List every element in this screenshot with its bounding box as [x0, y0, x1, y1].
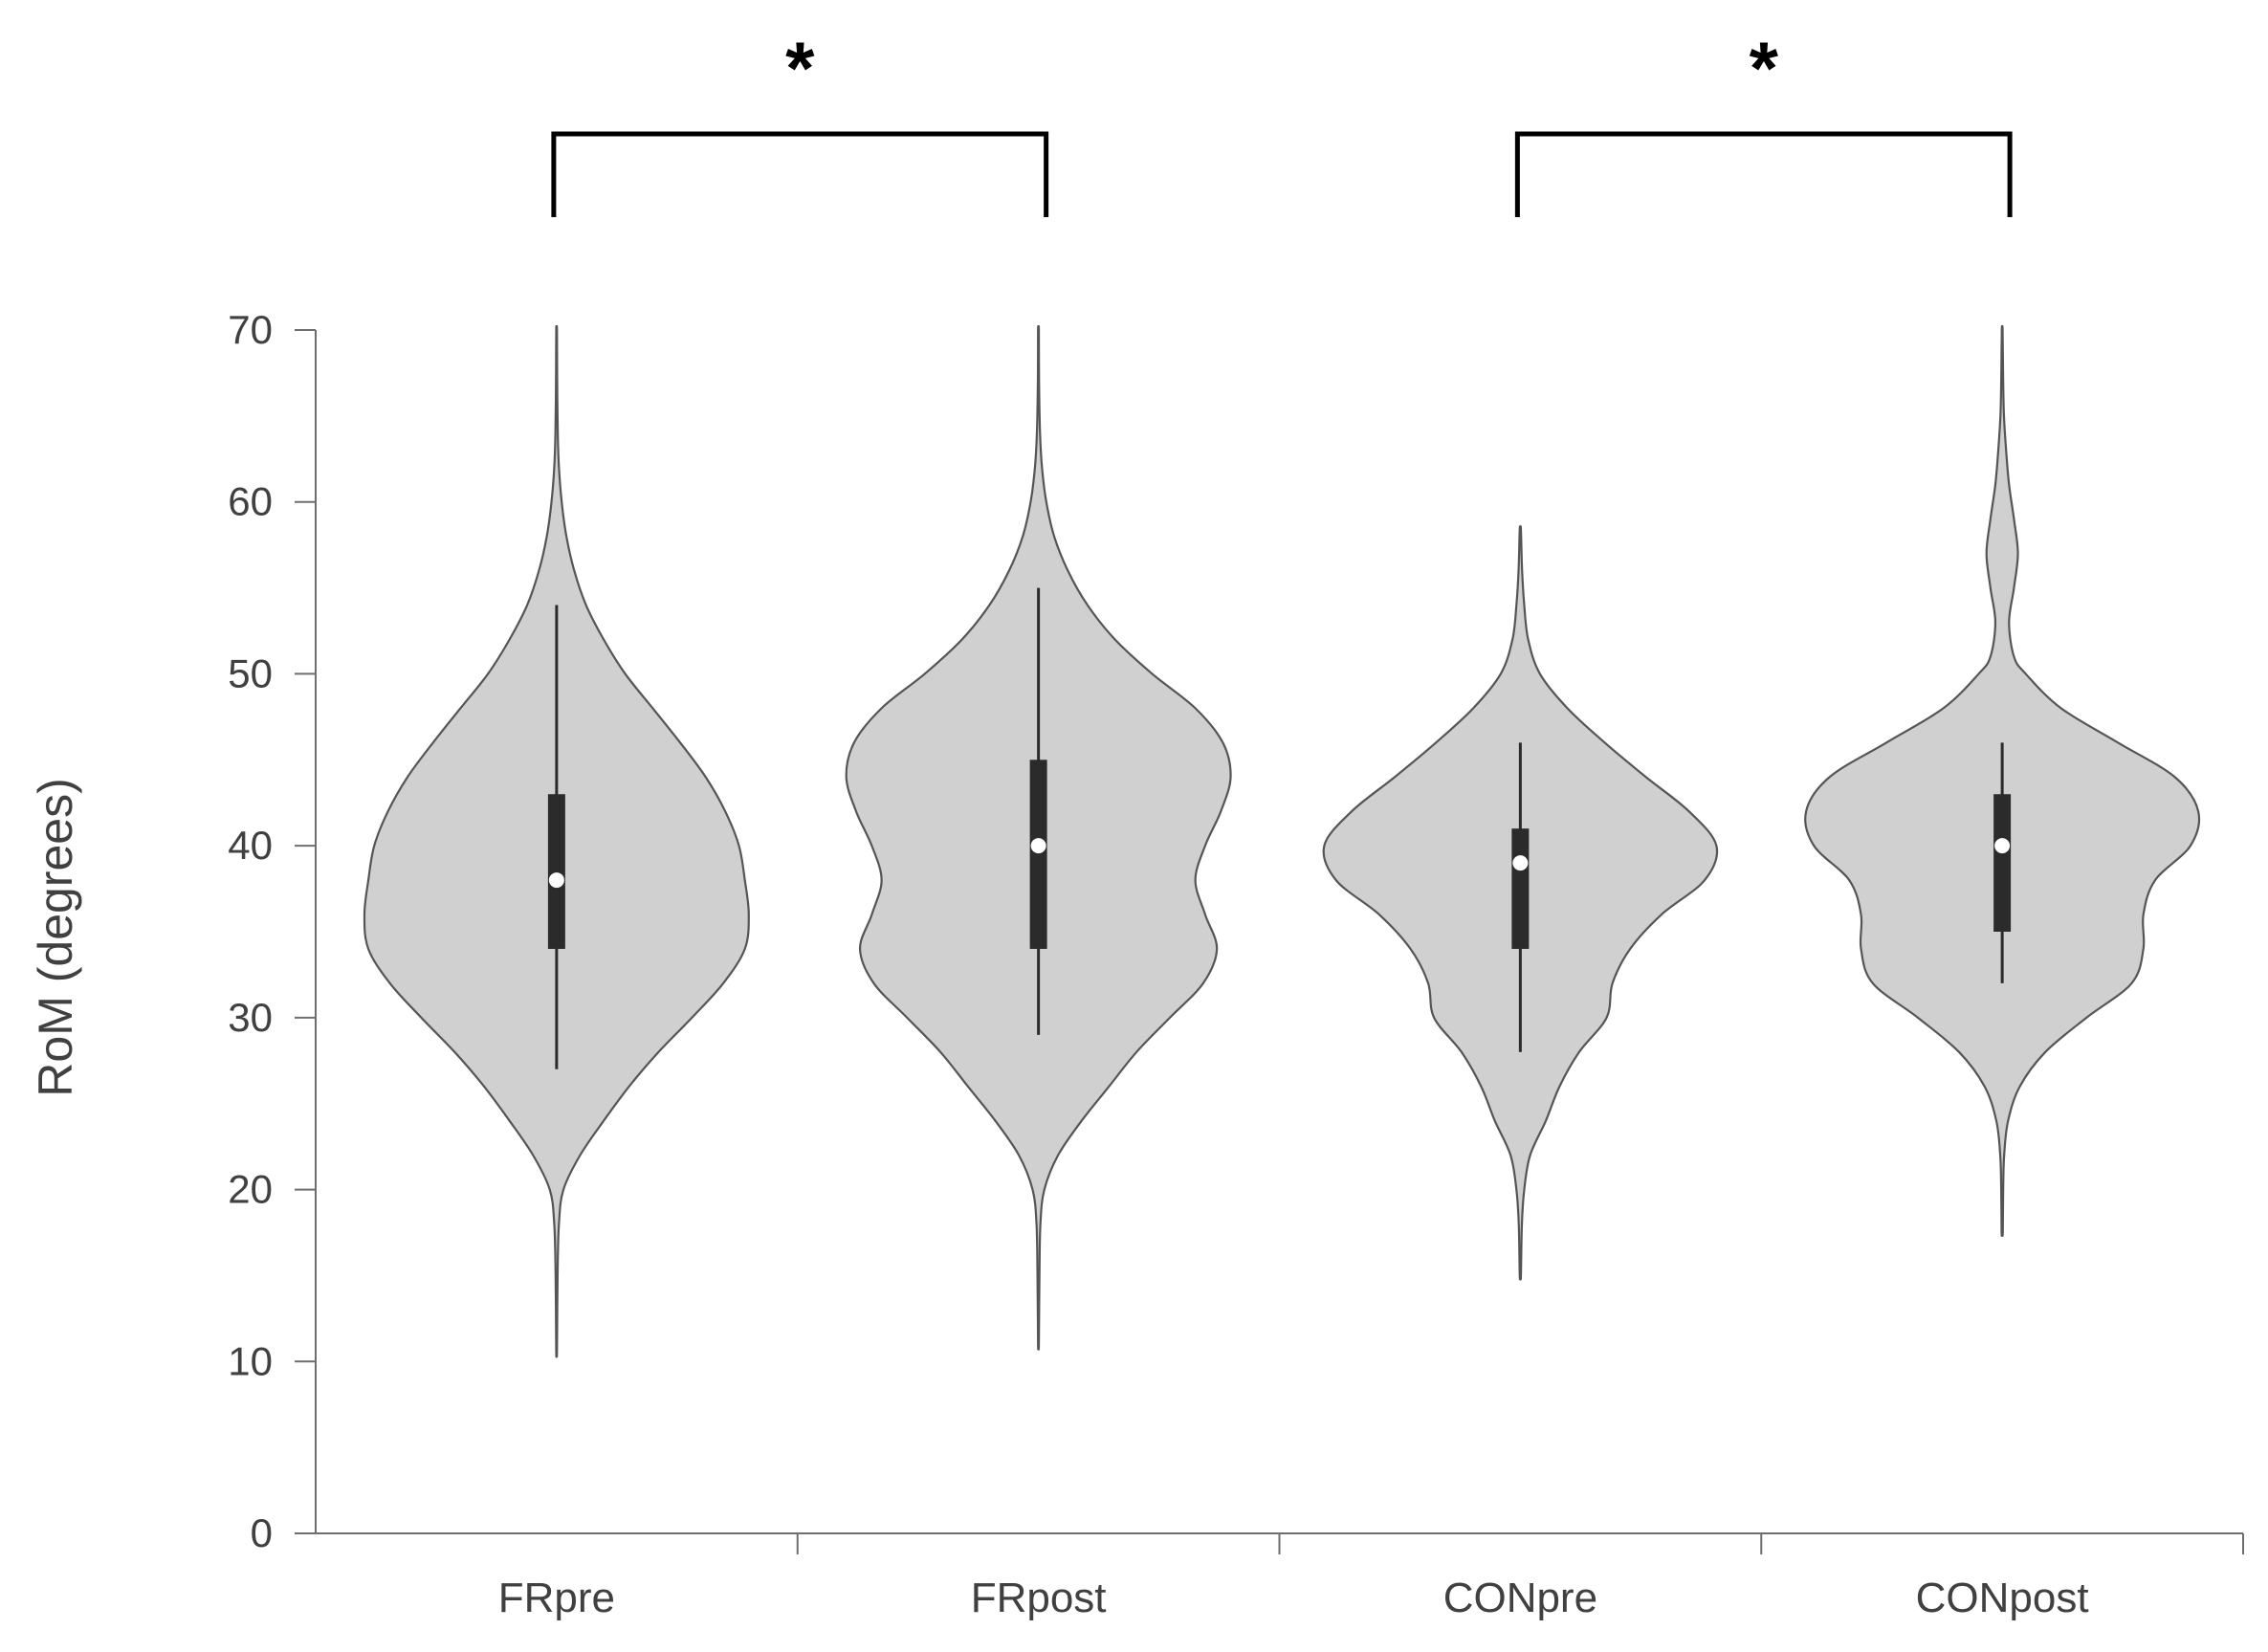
bracket-line — [1514, 131, 2013, 217]
violin-conpre — [1322, 525, 1719, 1281]
iqr-box — [547, 794, 565, 949]
significance-bracket: * — [1514, 26, 2013, 217]
bracket-line — [551, 131, 1049, 217]
y-tick-label: 50 — [228, 650, 273, 695]
y-tick-label: 60 — [228, 479, 273, 524]
violin-frpost — [845, 324, 1232, 1351]
y-tick-label: 30 — [228, 995, 273, 1040]
median-dot — [548, 872, 564, 889]
violin-conpost — [1804, 324, 2201, 1237]
iqr-box — [1029, 760, 1047, 949]
y-tick-label: 20 — [228, 1167, 273, 1212]
x-tick-label: FRpost — [971, 1575, 1107, 1621]
y-tick-label: 40 — [228, 823, 273, 868]
violin-frpre — [363, 324, 750, 1358]
y-tick-label: 0 — [251, 1510, 273, 1555]
significance-layer: ** — [551, 26, 2013, 217]
y-axis-title: RoM (degrees) — [29, 778, 82, 1096]
median-dot — [1512, 855, 1529, 871]
median-dot — [1030, 838, 1046, 854]
x-tick-label: FRpre — [498, 1575, 615, 1621]
y-tick-label: 10 — [228, 1338, 273, 1383]
significance-bracket: * — [551, 26, 1049, 217]
violins-layer — [363, 324, 2201, 1358]
iqr-box — [1511, 828, 1530, 949]
y-tick-label: 70 — [228, 307, 273, 352]
x-tick-label: CONpre — [1443, 1575, 1597, 1621]
significance-star: * — [785, 26, 815, 110]
median-dot — [1994, 838, 2011, 854]
x-tick-label: CONpost — [1916, 1575, 2089, 1621]
iqr-box — [1993, 794, 2012, 932]
significance-star: * — [1750, 26, 1779, 110]
